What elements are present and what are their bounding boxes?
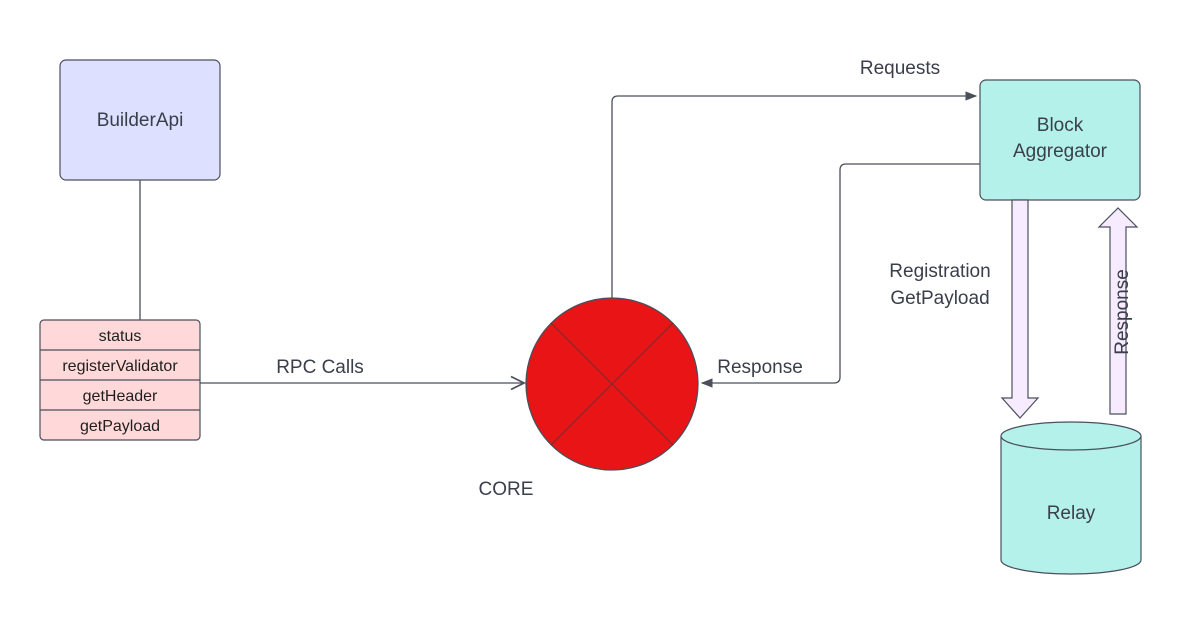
registration-block-arrow xyxy=(1000,199,1040,419)
relay-label: Relay xyxy=(1047,503,1096,524)
block-aggregator-label-line2: Aggregator xyxy=(1013,141,1108,162)
methods-list: status registerValidator getHeader getPa… xyxy=(39,319,201,441)
response-block-arrow xyxy=(1097,207,1139,415)
block-aggregator-label-line1: Block xyxy=(1037,115,1084,136)
get-payload-label: GetPayload xyxy=(890,288,989,309)
response-from-relay-label: Response xyxy=(1112,269,1133,355)
requests-arrow xyxy=(611,91,978,298)
requests-label: Requests xyxy=(860,58,940,79)
response-to-core-arrow xyxy=(700,163,980,388)
method-item: getPayload xyxy=(80,418,160,435)
builder-api-node: BuilderApi xyxy=(59,59,221,181)
method-item: registerValidator xyxy=(62,358,178,375)
block-aggregator-node: Block Aggregator xyxy=(979,79,1141,201)
core-node xyxy=(525,297,699,471)
registration-label: Registration xyxy=(889,261,990,282)
method-item: getHeader xyxy=(83,388,158,405)
relay-node: Relay xyxy=(1000,421,1142,575)
core-label: CORE xyxy=(479,479,534,500)
rpc-calls-label: RPC Calls xyxy=(276,357,364,378)
method-item: status xyxy=(99,328,142,345)
builder-api-label: BuilderApi xyxy=(97,110,184,131)
response-to-core-label: Response xyxy=(717,357,803,378)
